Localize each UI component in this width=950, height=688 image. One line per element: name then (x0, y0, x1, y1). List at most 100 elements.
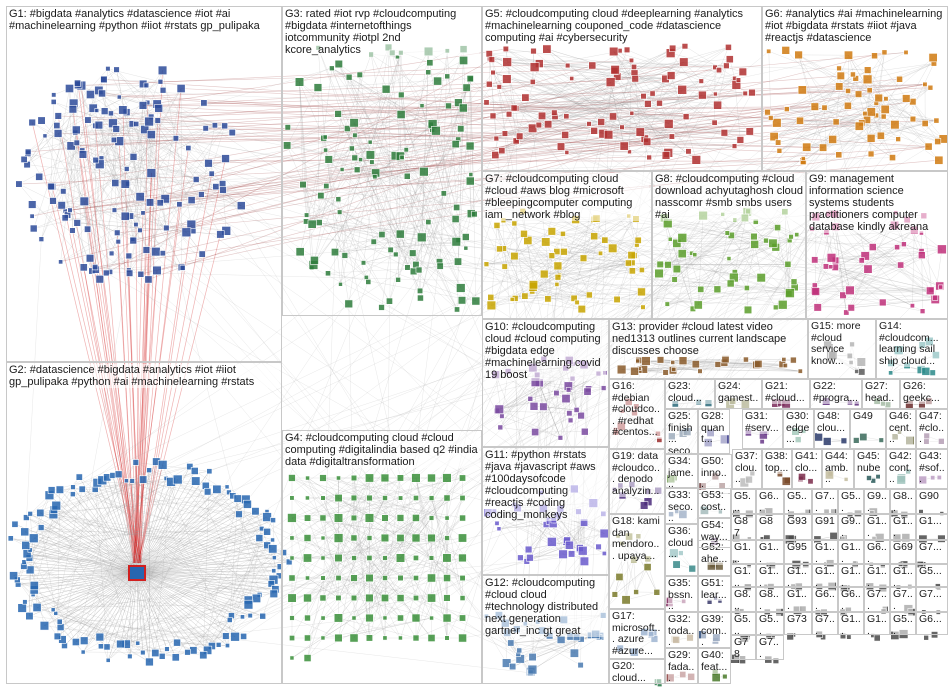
edge (57, 133, 130, 274)
group-label-g16: G16: #debian #cloudco... #redhat #centos… (612, 380, 662, 439)
edge (203, 557, 275, 656)
edge (731, 235, 788, 265)
edge (27, 553, 276, 590)
edge (108, 528, 262, 661)
group-label-g35: G35: bssn... (668, 577, 695, 612)
edge (44, 528, 262, 626)
edge (136, 572, 178, 643)
edge (307, 537, 386, 599)
edge (614, 70, 669, 154)
edge (84, 138, 177, 202)
edge (136, 572, 236, 638)
group-box-g46: G46: cent... (886, 409, 916, 449)
edge (306, 221, 466, 238)
edge (33, 528, 262, 539)
group-label-g23: G23: cloud... (668, 380, 712, 404)
edge (388, 47, 403, 158)
edge (486, 263, 513, 300)
group-label-g50: G50: inno... (701, 455, 729, 491)
edge (395, 51, 429, 255)
edge (557, 218, 637, 278)
edge (323, 138, 349, 304)
edge (23, 494, 73, 567)
edge (490, 297, 582, 310)
edge (56, 68, 109, 126)
edge (496, 48, 673, 139)
edge (338, 63, 462, 289)
edge (24, 561, 208, 651)
edge (519, 105, 718, 137)
group-label-g46: G46: cent... (889, 410, 915, 446)
edge (70, 145, 88, 230)
edge (733, 211, 748, 278)
edge (30, 569, 101, 647)
group-box-g33: G33: seco... (665, 488, 698, 524)
edge (718, 47, 729, 71)
edge (322, 477, 401, 499)
group-label-g99: G1... (841, 613, 861, 635)
edge (547, 255, 632, 300)
edge (291, 477, 463, 519)
edge (876, 115, 899, 140)
edge (65, 217, 203, 255)
group-box-g104: G7... (756, 635, 784, 660)
edge (181, 88, 862, 124)
group-label-g61: G8... (893, 490, 913, 514)
edge (83, 267, 141, 564)
group-label-g7: G7: #cloudcomputing cloud #cloud #aws bl… (485, 173, 649, 221)
edge (544, 262, 633, 275)
edge (136, 270, 158, 564)
edge (307, 537, 401, 599)
edge (489, 53, 497, 139)
edge (299, 81, 429, 223)
edge (496, 128, 533, 139)
group-box-g79: G1... (731, 564, 756, 587)
edge (26, 517, 138, 574)
edge (322, 537, 463, 559)
edge (815, 244, 904, 292)
edge (126, 583, 272, 645)
edge (495, 48, 673, 156)
edge (33, 198, 166, 229)
edge (82, 123, 133, 155)
edge (136, 572, 276, 590)
edge (30, 494, 73, 571)
edge (34, 528, 262, 591)
edge (136, 572, 263, 617)
edge (400, 233, 458, 310)
group-box-g43: G43: #sof... (916, 449, 948, 489)
edge (882, 289, 932, 303)
group-label-g60: G9... (867, 490, 887, 514)
edge (338, 113, 436, 131)
edge (291, 497, 339, 519)
edge (698, 217, 746, 305)
edge (320, 195, 462, 289)
edge (44, 135, 93, 271)
edge (566, 93, 746, 117)
edge (374, 176, 383, 235)
edge (136, 572, 176, 658)
edge (120, 531, 268, 645)
edge (32, 115, 494, 217)
edge (36, 572, 138, 608)
edge (802, 84, 926, 91)
edge (90, 94, 126, 217)
edge (773, 111, 872, 137)
edge (489, 84, 687, 117)
edge (29, 470, 150, 551)
group-box-g26: G26: geekc... (900, 379, 948, 409)
edge (556, 255, 632, 285)
edge (136, 489, 218, 574)
group-label-g86: G5... (919, 565, 945, 578)
group-box-g31: G31: #serv... (742, 409, 783, 449)
edge (311, 135, 356, 269)
edge (65, 107, 825, 212)
edge (51, 489, 138, 574)
edge (136, 537, 260, 574)
edge (98, 90, 152, 174)
edge (322, 477, 432, 539)
edge (683, 61, 735, 79)
group-box-g80: G1... (756, 564, 784, 587)
edge (322, 597, 355, 619)
edge (495, 61, 684, 156)
